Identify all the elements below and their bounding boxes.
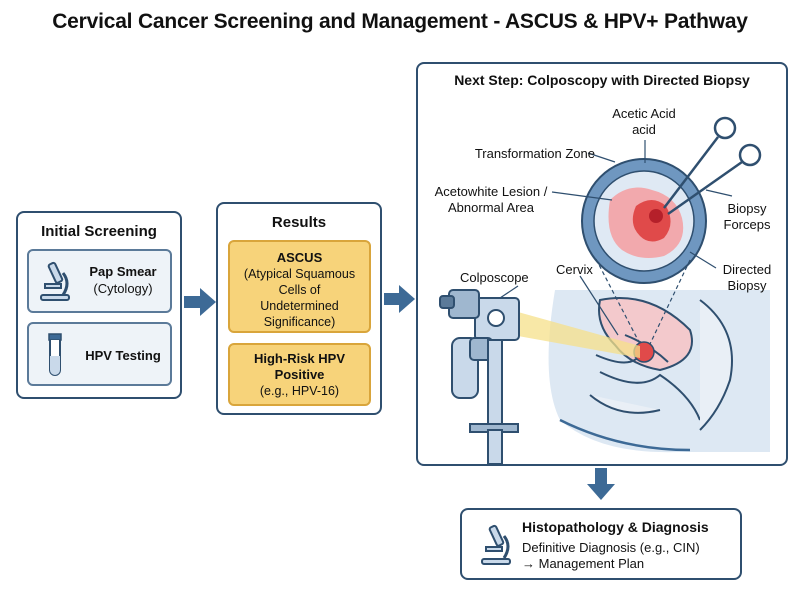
- histopathology-desc-line1: Definitive Diagnosis (e.g., CIN): [522, 540, 700, 555]
- acetic-acid-label: Acetic Acid acid: [612, 106, 676, 137]
- colposcope-label: Colposcope: [460, 270, 529, 285]
- pap-smear-label: Pap Smear (Cytology): [89, 264, 157, 296]
- results-panel: Results ASCUS (Atypical Squamous Cells o…: [216, 202, 382, 415]
- magnified-cervix-view: [581, 158, 707, 284]
- biopsy-forceps-icon: [663, 116, 762, 216]
- colposcopy-title: Next Step: Colposcopy with Directed Biop…: [454, 72, 750, 88]
- histopathology-panel: Histopathology & Diagnosis Definitive Di…: [460, 508, 742, 580]
- histopathology-desc-line2: → Management Plan: [522, 556, 645, 571]
- arrow-colposcopy-to-histopathology: [587, 468, 615, 500]
- page-title: Cervical Cancer Screening and Management…: [52, 10, 748, 33]
- cervix-label: Cervix: [556, 262, 593, 277]
- ascus-result-box: ASCUS (Atypical Squamous Cells of Undete…: [228, 240, 371, 333]
- hpv-testing-box: HPV Testing: [27, 322, 172, 386]
- pap-smear-box: Pap Smear (Cytology): [27, 249, 172, 313]
- test-tube-icon: [45, 332, 65, 380]
- hpv-testing-label: HPV Testing: [85, 348, 161, 363]
- microscope-icon: [35, 259, 75, 303]
- initial-screening-panel: Initial Screening Pap Smear (Cytology) H…: [16, 211, 182, 399]
- colposcope-light-beam: [518, 312, 640, 358]
- directed-biopsy-label: Directed Biopsy: [722, 262, 772, 293]
- biopsy-forceps-label: Biopsy Forceps: [723, 201, 771, 232]
- histopathology-title: Histopathology & Diagnosis: [522, 519, 709, 535]
- arrow-screening-to-results: [184, 288, 216, 316]
- transformation-zone-label: Transformation Zone: [474, 146, 595, 161]
- initial-screening-title: Initial Screening: [41, 223, 157, 240]
- results-title: Results: [271, 214, 327, 231]
- arrow-results-to-colposcopy: [384, 285, 415, 313]
- acetowhite-lesion-label: Acetowhite Lesion / Abnormal Area: [434, 184, 548, 215]
- microscope-icon: [476, 522, 516, 568]
- colposcope-device: [439, 289, 520, 465]
- hpv-positive-result-box: High-Risk HPV Positive (e.g., HPV-16): [228, 343, 371, 406]
